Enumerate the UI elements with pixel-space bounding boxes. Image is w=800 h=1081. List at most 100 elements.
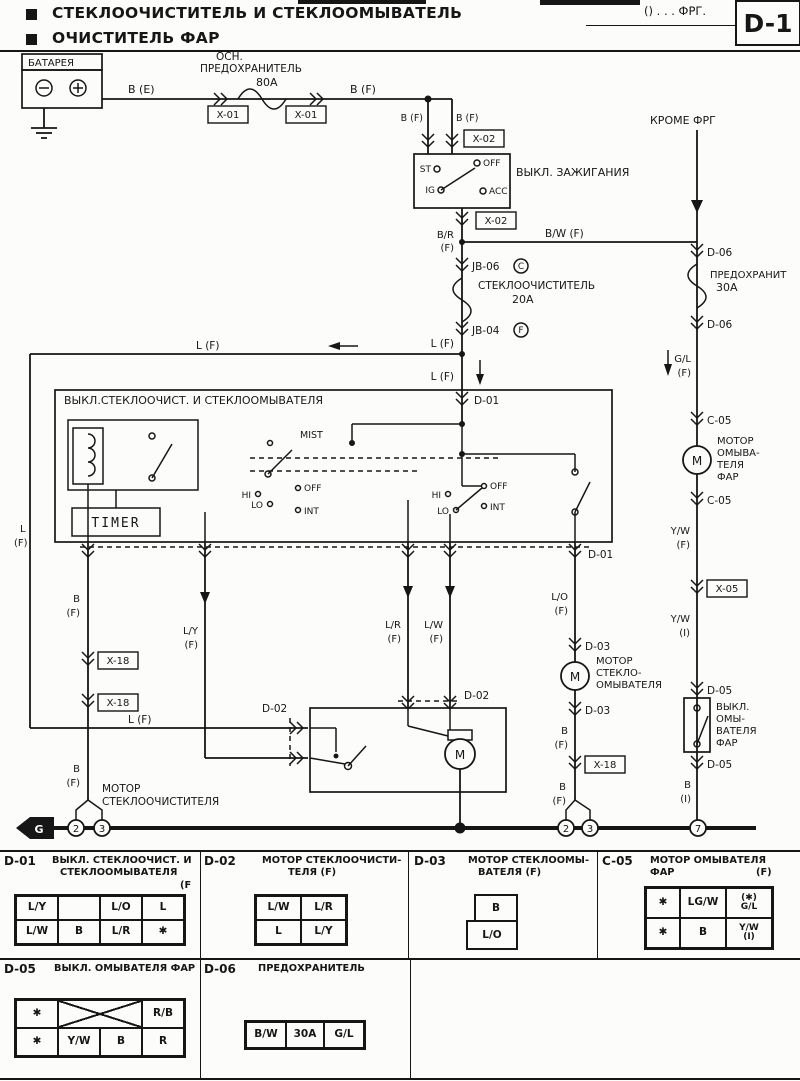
table-title-d01-2: СТЕКЛООМЫВАТЕЛЯ	[60, 867, 178, 878]
switch-pos-int: INT	[304, 507, 319, 517]
connector-c05: C-05	[707, 415, 731, 427]
pin-cell: ✱	[16, 1028, 58, 1056]
table-title-d06: ПРЕДОХРАНИТЕЛЬ	[258, 963, 365, 974]
motor-m: M	[570, 670, 580, 684]
wire-label-l-f: L (F)	[431, 371, 454, 383]
battery-symbol: БАТАРЕЯ	[21, 53, 103, 109]
wire-label-l-w: L/W	[424, 620, 443, 631]
d01-pin-grid: L/Y L/O L L/W B L/R ✱	[14, 894, 186, 946]
page-code: D-1	[743, 8, 793, 38]
main-feed-wire: B (E) ОСН. ПРЕДОХРАНИТЕЛЬ 80A X-01 X-01 …	[102, 51, 452, 124]
wiper-washer-switch: ВЫКЛ.СТЕКЛООЧИСТ. И СТЕКЛООМЫВАТЕЛЯ TIME…	[54, 389, 613, 543]
ground-g-flag	[16, 817, 54, 839]
pin-cell: ✱	[646, 888, 680, 918]
pin-cell: L/R	[301, 896, 346, 920]
ground-symbol	[31, 108, 57, 139]
switch-pos-off: OFF	[490, 482, 507, 492]
switch-pos-lo: LO	[437, 507, 449, 517]
pin-cell: 30A	[286, 1022, 324, 1048]
table-suffix-c05: (F)	[756, 867, 772, 878]
scan-artifact	[540, 0, 640, 5]
switch-pos-hi: HI	[242, 491, 251, 501]
wire-label-l: L	[20, 524, 26, 535]
wire-label-b-e: B (E)	[128, 83, 155, 96]
fuse-30a-rating: 30A	[716, 281, 738, 294]
pin-cell: L/W	[256, 896, 301, 920]
wiper-fuse-chain: JB-06 C СТЕКЛООЧИСТИТЕЛЬ 20A JB-04 F L (…	[431, 257, 595, 357]
main-fuse-label-2: ПРЕДОХРАНИТЕЛЬ	[200, 63, 302, 75]
table-title-d02-2: ТЕЛЯ (F)	[288, 867, 337, 878]
ignition-pos-acc: ACC	[489, 187, 508, 197]
wire-label-b-w-f: B/W (F)	[545, 228, 584, 240]
pin-cell: R	[142, 1028, 184, 1056]
ground-num: 3	[587, 824, 593, 835]
table-divider	[200, 958, 201, 1078]
connector-d05: D-05	[707, 685, 732, 697]
connector-d02: D-02	[262, 703, 287, 715]
wire-label-f: (F)	[184, 640, 198, 651]
d05-pin-grid: ✱ R/B ✱ Y/W B R	[14, 998, 186, 1058]
connector-jb06: JB-06	[471, 261, 500, 273]
pin-cell	[58, 896, 100, 920]
pin-cell: B	[100, 1028, 142, 1056]
wire-label-g-l: G/L	[674, 354, 691, 365]
lr-lw-wires: L/R (F) L/W (F) D-02	[385, 542, 489, 710]
fuse-30a-element	[687, 263, 707, 309]
pin-cell: (✱) G/L	[726, 888, 772, 918]
table-divider	[408, 850, 409, 958]
connector-x05: X-05	[716, 584, 739, 595]
table-suffix-d01: (F	[180, 880, 192, 891]
bullet-square	[26, 34, 37, 45]
timer-label: TIMER	[91, 516, 140, 531]
d06-pin-grid: B/W 30A G/L	[244, 1020, 366, 1050]
wire-label-f: (F)	[66, 608, 80, 619]
switch-pos-lo: LO	[251, 501, 263, 511]
pin-cell: B/W	[246, 1022, 286, 1048]
pin-cell: Y/W	[58, 1028, 100, 1056]
ground-point-7	[689, 819, 707, 837]
table-rule	[0, 1078, 800, 1080]
wire-label-f: (F)	[554, 606, 568, 617]
page-title-1: СТЕКЛООЧИСТИТЕЛЬ И СТЕКЛООМЫВАТЕЛЬ	[52, 4, 463, 22]
wiper-motor-label-1: МОТОР	[102, 783, 140, 795]
table-title-d03-2: ВАТЕЛЯ (F)	[478, 867, 542, 878]
table-code-d02: D-02	[204, 854, 236, 868]
table-code-c05: C-05	[602, 854, 633, 868]
wire-label-b-f: B (F)	[456, 113, 478, 124]
arrow-down	[445, 586, 455, 598]
table-rule	[0, 958, 800, 960]
connector-d01: D-01	[588, 549, 613, 561]
washer-motor-label-3: ОМЫВАТЕЛЯ	[596, 680, 662, 691]
connector-d05: D-05	[707, 759, 732, 771]
pin-cell: L	[256, 920, 301, 944]
wire-label-l-f: L (F)	[196, 340, 219, 352]
ground-g-label: G	[34, 823, 43, 836]
ground-point-3	[581, 819, 599, 837]
hw-motor-label-3: ТЕЛЯ	[716, 460, 744, 471]
connector-d06: D-06	[707, 247, 733, 259]
c05-pin-grid: ✱ LG/W (✱) G/L ✱ B Y/W (I)	[644, 886, 774, 950]
washer-motor-label-2: СТЕКЛО-	[596, 668, 642, 679]
wiper-motor-box: M МОТОР СТЕКЛООЧИСТИТЕЛЯ	[102, 707, 507, 823]
table-title-d01-1: ВЫКЛ. СТЕКЛООЧИСТ. И	[52, 855, 192, 866]
wire-label-f: (F)	[554, 740, 568, 751]
ignition-switch: ST IG OFF ACC ВЫКЛ. ЗАЖИГАНИЯ	[413, 153, 629, 209]
note-underline	[586, 25, 735, 26]
connector-x18: X-18	[594, 760, 617, 771]
d01-connector-row: D-01	[80, 543, 613, 561]
d02-pin-grid: L/W L/R L L/Y	[254, 894, 348, 946]
table-code-d06: D-06	[204, 962, 236, 976]
mist-label: MIST	[300, 430, 323, 441]
switch-pos-hi: HI	[432, 491, 441, 501]
connector-d06: D-06	[707, 319, 733, 331]
ly-wire: L/Y (F) D-02	[183, 542, 308, 766]
scan-artifact	[298, 0, 426, 4]
hw-motor-label-2: ОМЫВА-	[717, 448, 760, 459]
washer-motor	[560, 661, 590, 691]
wire-label-l-f: L (F)	[128, 714, 151, 726]
pin-cell-crossed	[58, 1000, 142, 1028]
fuse-20a-rating: 20A	[512, 293, 534, 306]
wire-label-b: B	[73, 594, 80, 605]
fuse-20a-label: СТЕКЛООЧИСТИТЕЛЬ	[478, 280, 595, 292]
pin-cell: L/Y	[301, 920, 346, 944]
